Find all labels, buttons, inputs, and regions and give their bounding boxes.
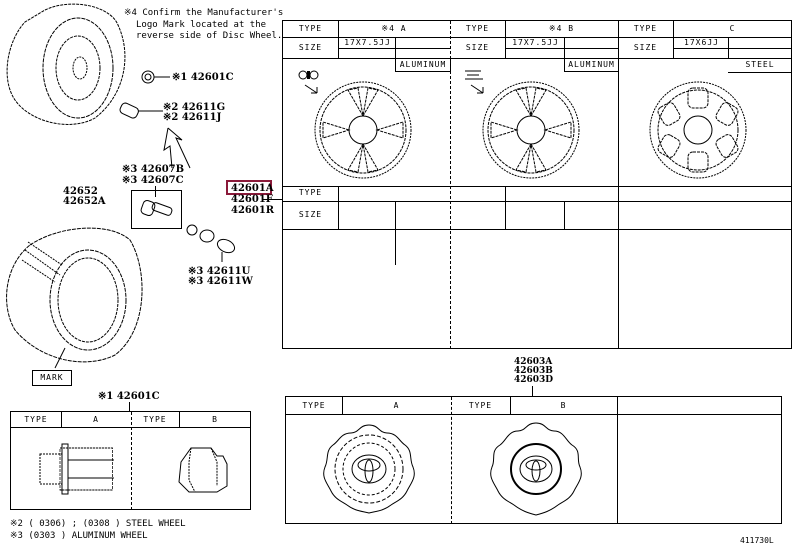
callout-42652[interactable]: 42652 [63,186,98,197]
lug-nut-table-title: ※1 42601C [98,391,160,402]
note4-line3: reverse side of Disc Wheel. [136,31,283,41]
callout-42601f[interactable]: 42601F [231,194,273,205]
wheel-b-size-value: 17X7.5JJ [512,38,559,47]
center-cap-a-drawing [323,424,415,514]
lug-nut-a-icon [39,443,114,495]
lug-header-b: B [212,415,218,424]
wheel-b-type-label: TYPE [465,24,490,33]
cap-header-b: B [560,401,567,410]
lug-note-aluminum: ※3 (0303 ) ALUMINUM WHEEL [10,531,148,541]
note4-line2: Logo Mark located at the [136,20,267,30]
wheel-c-size-value: 17X6JJ [684,38,719,47]
tire-drawing [6,227,143,369]
valve-stem-box [131,190,182,229]
lug-note-steel: ※2 ( 0306) ; (0308 ) STEEL WHEEL [10,519,186,529]
lug-nut-b-icon [178,447,228,493]
logo-mark-a-icon [298,70,319,94]
wheel-table: TYPE ※4 A SIZE 17X7.5JJ ALUMINUM TYPE ※4… [282,20,792,349]
lug-header-a: A [93,415,99,424]
wheel-c-type-label: TYPE [633,24,658,33]
wheel-a-material: ALUMINUM [399,60,447,69]
wheel-a-size-label: SIZE [298,43,323,52]
wheel-c-material: STEEL [745,60,775,69]
drawing-number: 411730L [740,536,774,545]
callout-42603d[interactable]: 42603D [514,375,554,385]
callout-42607c[interactable]: ※3 42607C [122,175,184,186]
cap-header-type-b: TYPE [468,401,493,410]
callout-42603a[interactable]: 42603A [514,357,553,367]
wheel-b-material: ALUMINUM [568,60,615,69]
lug-nut-table: TYPE A TYPE B [10,411,251,510]
callout-42603b[interactable]: 42603B [514,366,553,376]
cap-header-type-a: TYPE [302,401,326,410]
valve-icon [119,102,163,119]
wheel-b-type-value: ※4 B [548,24,575,33]
wheel-a-type-label: TYPE [298,24,323,33]
note4-line1: ※4 Confirm the Manufacturer's [124,8,284,18]
callout-42611w[interactable]: ※3 42611W [188,276,253,287]
valve-core-icon [186,224,236,262]
wheel-a-size-value: 17X7.5JJ [344,38,391,47]
lug-header-type-a: TYPE [24,415,48,424]
leader-line [129,402,130,411]
wheel-b-drawing [482,81,580,179]
mark-label-box: MARK [32,370,72,386]
row2-size-label: SIZE [298,210,323,219]
lug-header-type-b: TYPE [143,415,167,424]
wheel-c-drawing [649,81,747,179]
wheel-b-size-label: SIZE [465,43,490,52]
wheel-c-size-label: SIZE [633,43,658,52]
cap-header-a: A [393,401,400,410]
callout-42601c[interactable]: ※1 42601C [172,72,234,83]
mark-label: MARK [40,373,64,382]
disc-wheel-drawing [6,3,126,125]
wheel-c-type-value: C [729,24,736,33]
callout-42601r[interactable]: 42601R [231,205,275,216]
callout-42652a[interactable]: 42652A [63,196,106,207]
callout-42611j[interactable]: ※2 42611J [163,112,222,123]
callout-42611u[interactable]: ※3 42611U [188,266,251,277]
valve-stem-icon [140,199,173,217]
highlight-box [226,180,272,195]
wheel-a-type-value: ※4 A [381,24,407,33]
callout-42611g[interactable]: ※2 42611G [163,102,226,113]
arrow-icon [163,127,191,169]
leader-line [532,386,533,396]
callout-42601a[interactable]: 42601A [231,183,274,194]
wheel-a-drawing [314,81,412,179]
leader-line [155,186,156,197]
center-cap-b-drawing [490,422,582,516]
callout-42607b[interactable]: ※3 42607B [122,164,185,175]
lug-nut-cap-icon [141,70,170,84]
leader-line [262,199,282,200]
logo-mark-b-icon [465,70,484,94]
cap-table: TYPE A TYPE B [285,396,782,524]
row2-type-label: TYPE [298,188,323,197]
